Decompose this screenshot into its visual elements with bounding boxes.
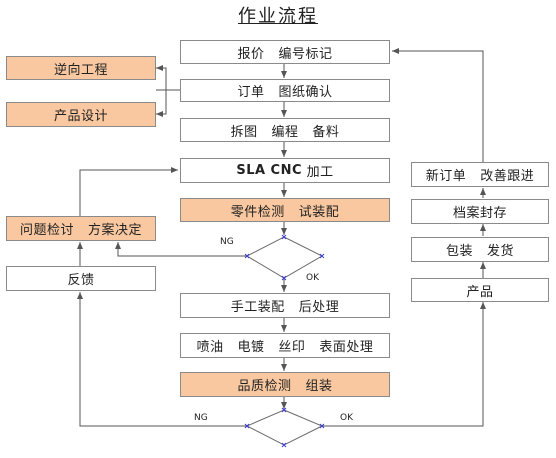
- quality-box: 品质检测 组装: [180, 372, 390, 397]
- arrow-ng-to-feedback: [77, 292, 247, 427]
- inspect-parts-box: 零件检测 试装配: [180, 198, 390, 222]
- sla-cnc-box: SLA CNC 加工: [180, 158, 390, 183]
- split-box: 拆图 编程 备料: [180, 118, 390, 142]
- decision-diamond-2: [245, 409, 324, 446]
- new-order-box: 新订单 改善跟进: [411, 162, 549, 187]
- feedback-box: 反馈: [6, 266, 156, 291]
- page-title: 作业流程: [238, 6, 318, 27]
- ok-label-1: OK: [306, 273, 319, 283]
- sla-cnc-suffix: 加工: [302, 165, 334, 180]
- finishing-box: 喷油 电镀 丝印 表面处理: [180, 333, 390, 358]
- decision-diamond-1: [245, 236, 324, 279]
- arrow-ok-to-product: [322, 302, 486, 427]
- arrow-ng-to-issue: [115, 242, 248, 257]
- quote-box: 报价 编号标记: [180, 40, 390, 64]
- arrow-order-reverse: [156, 65, 180, 91]
- arrow-neworder-quote: [392, 48, 484, 162]
- archive-box: 档案封存: [411, 199, 549, 224]
- product-box: 产品: [411, 278, 549, 302]
- arrow-issue-to-sla: [79, 167, 178, 216]
- order-box: 订单 图纸确认: [180, 79, 390, 102]
- ng-label-1: NG: [220, 237, 234, 247]
- sla-cnc-label: SLA CNC: [236, 163, 303, 178]
- assembly-box: 手工装配 后处理: [180, 293, 390, 318]
- product-design-box: 产品设计: [6, 102, 156, 127]
- arrow-order-design: [156, 89, 180, 117]
- ng-label-2: NG: [194, 413, 208, 423]
- package-box: 包装 发货: [411, 237, 549, 262]
- reverse-engineering-box: 逆向工程: [6, 56, 156, 80]
- ok-label-2: OK: [340, 413, 353, 423]
- issue-review-box: 问题检讨 方案决定: [6, 216, 156, 241]
